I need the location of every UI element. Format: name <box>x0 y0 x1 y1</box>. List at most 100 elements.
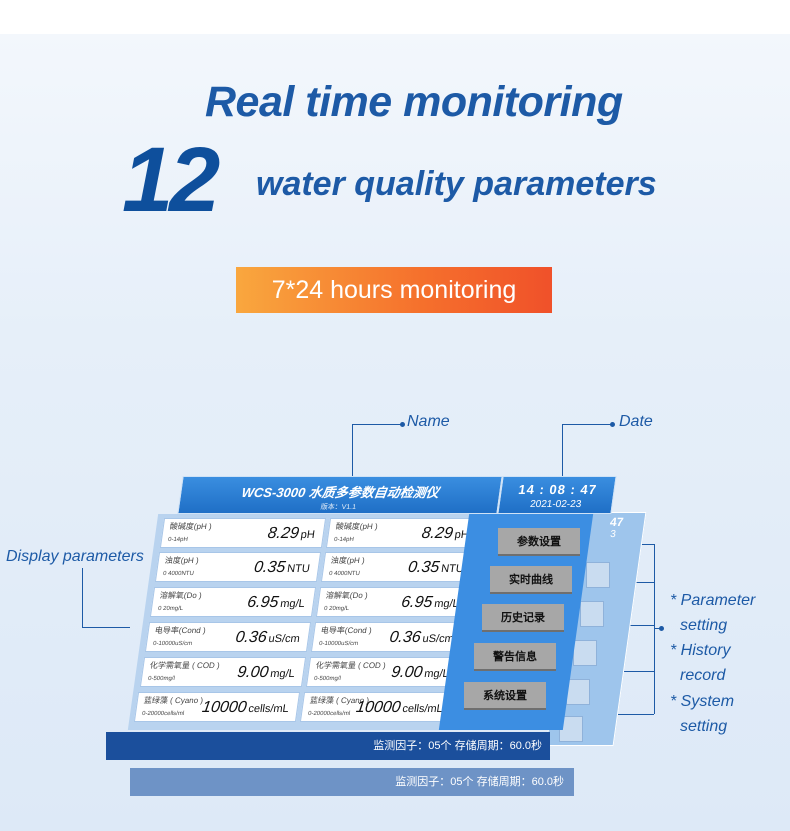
parameter-range: 0-500mg/l <box>313 676 342 682</box>
parameter-cell: 酸碱度(pH ) 0-14pH 8.29pH <box>325 518 481 548</box>
parameter-number: 0.35 <box>252 559 287 576</box>
parameter-value: 6.95mg/L <box>246 594 306 612</box>
device-date: 2021-02-23 <box>529 499 583 510</box>
headline: Real time monitoring <box>205 78 623 126</box>
system-setting-button[interactable]: 系统设置 <box>464 682 546 710</box>
parameter-number: 6.95 <box>400 594 434 611</box>
parameter-range: 0 20mg/L <box>157 606 184 612</box>
parameter-value: 8.29pH <box>420 525 470 543</box>
parameter-range: 0 4000NTU <box>162 571 195 577</box>
name-dot <box>400 422 405 427</box>
parameter-unit: pH <box>299 529 316 541</box>
parameter-cell: 蓝绿藻 ( Cyano ) 0-20000cells/ml 10000cells/m… <box>133 692 301 722</box>
parameter-range: 0-10000uS/cm <box>318 641 359 647</box>
parameter-number: 8.29 <box>266 525 301 542</box>
parameter-number: 9.00 <box>236 664 270 681</box>
parameter-name: 酸碱度(pH ) <box>335 522 379 531</box>
parameter-name: 化学需氧量 ( COD ) <box>315 661 387 670</box>
parameter-number: 0.35 <box>406 559 441 576</box>
display-line-vertical <box>82 568 83 628</box>
parameter-cell: 化学需氧量 ( COD ) 0-500mg/l 9.00mg/L <box>305 657 461 687</box>
parameter-name: 蓝绿藻 ( Cyano ) <box>143 696 204 705</box>
back-stub-1 <box>586 562 610 588</box>
parameter-name: 电导率(Cond ) <box>154 626 207 635</box>
top-band <box>0 0 790 34</box>
parameter-unit: mg/L <box>269 668 296 680</box>
parameter-number: 9.00 <box>390 664 424 681</box>
parameter-cell: 浊度(pH ) 0 4000NTU 0.35NTU <box>154 552 322 582</box>
parameter-setting-button[interactable]: 参数设置 <box>498 528 580 556</box>
parameter-value: 10000cells/mL <box>201 699 290 717</box>
back-stub-2 <box>580 601 604 627</box>
parameter-setting-label-2: setting <box>680 617 728 634</box>
parameter-range: 0-20000cells/ml <box>141 711 185 717</box>
history-record-label-1: * History <box>670 642 731 659</box>
back-stub-3 <box>573 640 597 666</box>
parameter-unit: cells/mL <box>401 703 444 715</box>
parameter-value: 9.00mg/L <box>390 664 450 682</box>
big-number: 12 <box>122 129 220 231</box>
menu-bracket-vertical <box>654 544 655 714</box>
parameter-name: 化学需氧量 ( COD ) <box>149 661 221 670</box>
device-title: WCS-3000 水质多参数自动检测仪 <box>240 485 440 500</box>
parameter-value: 9.00mg/L <box>236 664 296 682</box>
parameter-name: 浊度(pH ) <box>330 556 366 565</box>
display-parameters-label: Display parameters <box>6 548 144 565</box>
parameter-number: 8.29 <box>420 525 455 542</box>
device-title-bar: WCS-3000 水质多参数自动检测仪 版本：V1.1 <box>177 476 503 514</box>
parameter-cell: 化学需氧量 ( COD ) 0-500mg/l 9.00mg/L <box>139 657 307 687</box>
realtime-curve-button[interactable]: 实时曲线 <box>490 566 572 594</box>
monitoring-badge: 7*24 hours monitoring <box>236 267 552 313</box>
display-line-horizontal <box>82 627 130 628</box>
parameter-name: 酸碱度(pH ) <box>169 522 213 531</box>
parameter-range: 0 20mg/L <box>323 606 350 612</box>
device-version: 版本：V1.1 <box>320 504 357 511</box>
parameter-range: 0-14pH <box>333 537 355 543</box>
date-line-horizontal <box>562 424 612 425</box>
parameter-setting-label-1: * Parameter <box>670 592 756 609</box>
parameter-value: 0.36uS/cm <box>388 629 455 647</box>
menu-pointer-line <box>654 628 662 629</box>
parameter-cell: 溶解氧(Do ) 0 20mg/L 6.95mg/L <box>315 587 471 617</box>
parameter-value: 8.29pH <box>266 525 316 543</box>
subline: water quality parameters <box>256 165 657 203</box>
parameter-name: 溶解氧(Do ) <box>325 591 369 600</box>
history-record-label-2: record <box>680 667 726 684</box>
parameter-name: 浊度(pH ) <box>164 556 200 565</box>
date-dot <box>610 422 615 427</box>
parameter-name: 溶解氧(Do ) <box>159 591 203 600</box>
date-label: Date <box>619 413 653 430</box>
parameter-name: 电导率(Cond ) <box>320 626 373 635</box>
parameter-range: 0 4000NTU <box>328 571 361 577</box>
history-record-button[interactable]: 历史记录 <box>482 604 564 632</box>
back-stub-4 <box>566 679 590 705</box>
parameter-range: 0-500mg/l <box>147 676 176 682</box>
name-label: Name <box>407 413 450 430</box>
parameter-range: 0-20000cells/ml <box>307 711 351 717</box>
system-setting-label-1: * System <box>670 693 735 710</box>
alarm-info-button[interactable]: 警告信息 <box>474 643 556 671</box>
parameter-value: 0.36uS/cm <box>234 629 301 647</box>
parameter-number: 0.36 <box>388 629 422 646</box>
parameter-number: 0.36 <box>234 629 268 646</box>
parameter-cell: 电导率(Cond ) 0-10000uS/cm 0.36uS/cm <box>310 622 466 652</box>
parameter-number: 6.95 <box>246 594 280 611</box>
parameter-value: 10000cells/mL <box>355 699 444 717</box>
device-datetime: 14 : 08 : 47 2021-02-23 <box>497 476 617 514</box>
back-time: 47 <box>609 515 625 529</box>
name-line-horizontal <box>352 424 402 425</box>
parameter-cell: 溶解氧(Do ) 0 20mg/L 6.95mg/L <box>149 587 317 617</box>
shadow-status-bar: 监测因子：05个 存储周期：60.0秒 <box>130 768 574 796</box>
parameter-unit: uS/cm <box>267 633 301 645</box>
parameter-unit: cells/mL <box>247 703 290 715</box>
parameter-unit: NTU <box>286 563 311 575</box>
parameter-number: 10000 <box>354 699 402 716</box>
parameter-unit: mg/L <box>279 598 306 610</box>
parameter-unit: uS/cm <box>421 633 455 645</box>
parameter-value: 6.95mg/L <box>400 594 460 612</box>
device-time: 14 : 08 : 47 <box>517 482 599 497</box>
